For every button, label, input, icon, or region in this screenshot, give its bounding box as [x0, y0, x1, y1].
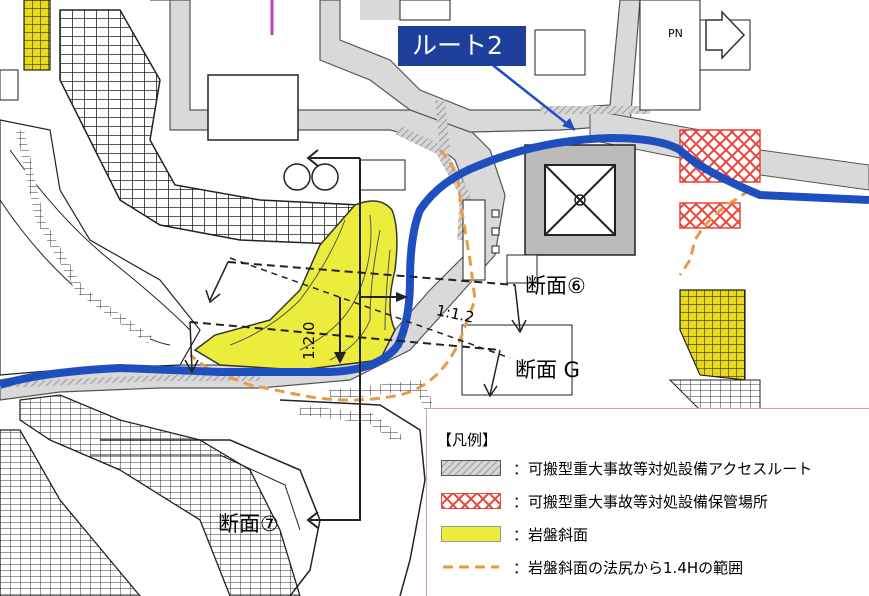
section-6-line — [227, 261, 516, 286]
legend-panel: 【凡例】 ：可搬型重大事故等対処設備アクセスルート ：可搬型重大事故等対処設備保… — [426, 408, 869, 596]
yellow-swatch-icon — [441, 526, 501, 542]
legend-text: ：可搬型重大事故等対処設備アクセスルート — [513, 459, 813, 478]
orange-dashed-line-icon — [443, 565, 499, 569]
legend-text: ：可搬型重大事故等対処設備保管場所 — [513, 492, 769, 511]
legend-text: ：岩盤斜面 — [513, 525, 589, 544]
section-g-label: 断面 G — [515, 358, 580, 382]
yellow-structure-right — [679, 289, 746, 381]
access-route-2 — [0, 134, 869, 389]
slope-ratio-left: 1:2.0 — [300, 321, 318, 360]
north-arrow-icon: PN — [668, 10, 746, 60]
route-2-label: ルート2 — [398, 26, 526, 66]
legend-title: 【凡例】 — [437, 431, 498, 449]
legend-text: ：岩盤斜面の法尻から1.4Hの範囲 — [513, 558, 744, 577]
route-pointer — [479, 54, 576, 131]
legend-item-access-route: ：可搬型重大事故等対処設備アクセスルート — [441, 457, 812, 479]
hatched-swatch-icon — [441, 460, 501, 476]
legend-item-storage-area: ：可搬型重大事故等対処設備保管場所 — [441, 490, 768, 512]
yellow-structure — [23, 0, 51, 71]
north-label: PN — [668, 27, 683, 40]
section-6-label: 断面⑥ — [525, 274, 586, 298]
red-crosshatch-swatch-icon — [441, 493, 501, 509]
section-7-label: 断面⑦ — [218, 512, 279, 536]
legend-item-rock-slope: ：岩盤斜面 — [441, 523, 588, 545]
legend-item-range: ：岩盤斜面の法尻から1.4Hの範囲 — [441, 556, 743, 578]
range-1-4h-line — [189, 148, 477, 402]
route-label-text: ルート2 — [412, 31, 503, 60]
